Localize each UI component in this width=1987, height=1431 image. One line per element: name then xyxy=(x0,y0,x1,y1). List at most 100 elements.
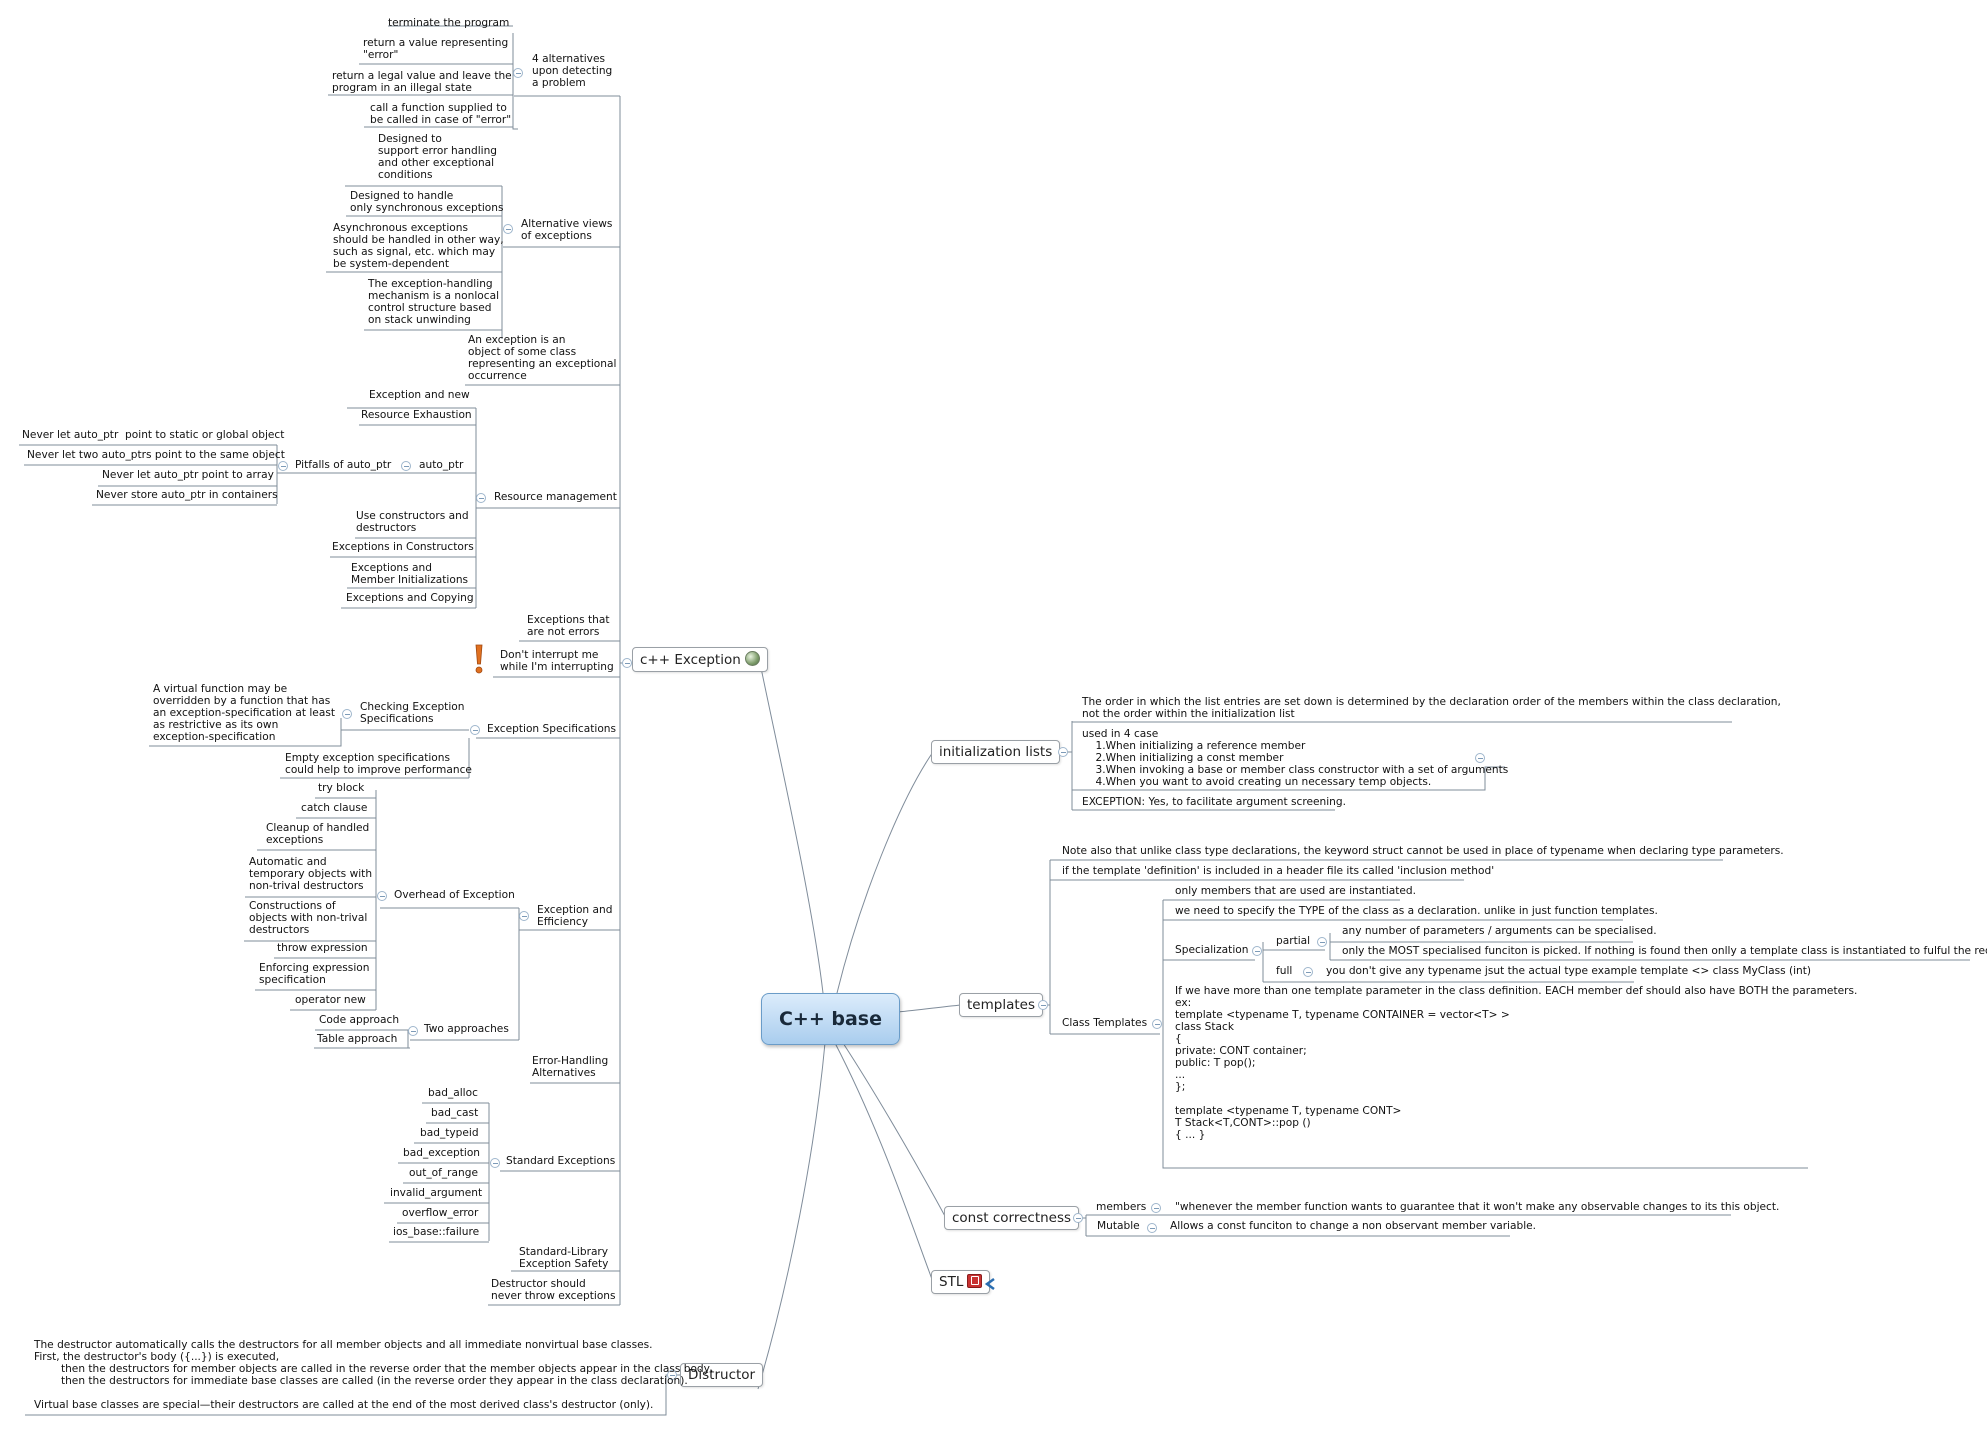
topic-error-handling-alternatives[interactable]: Error-Handling Alternatives xyxy=(532,1055,609,1079)
collapse-toggle[interactable] xyxy=(342,709,352,719)
topic-approach-item[interactable]: Code approach xyxy=(319,1014,400,1026)
topic-resource-item[interactable]: Resource Exhaustion xyxy=(361,409,472,421)
collapse-toggle[interactable] xyxy=(1058,747,1068,757)
topic-members-text[interactable]: "whenever the member function wants to g… xyxy=(1175,1201,1780,1213)
collapse-toggle[interactable] xyxy=(490,1158,500,1168)
topic-only-members[interactable]: only members that are used are instantia… xyxy=(1175,885,1417,897)
branch-stl[interactable]: STL xyxy=(931,1270,991,1294)
collapse-toggle[interactable] xyxy=(622,658,632,668)
topic-alternative-views[interactable]: Alternative views of exceptions xyxy=(521,218,613,242)
topic-init-order[interactable]: The order in which the list entries are … xyxy=(1082,696,1781,720)
topic-pitfall-item[interactable]: Never store auto_ptr in containers xyxy=(96,489,278,501)
branch-initialization-lists[interactable]: initialization lists xyxy=(931,740,1061,764)
topic-destructor-never-throw[interactable]: Destructor should never throw exceptions xyxy=(491,1278,616,1302)
collapse-toggle[interactable] xyxy=(278,461,288,471)
topic-std-exception-item[interactable]: bad_typeid xyxy=(420,1127,479,1139)
collapse-toggle[interactable] xyxy=(1073,1213,1083,1223)
topic-not-errors[interactable]: Exceptions that are not errors xyxy=(527,614,610,638)
topic-destructor-text[interactable]: The destructor automatically calls the d… xyxy=(34,1339,714,1411)
topic-view-item[interactable]: The exception-handling mechanism is a no… xyxy=(368,278,500,326)
topic-pitfall-item[interactable]: Never let two auto_ptrs point to the sam… xyxy=(27,449,285,461)
topic-view-item[interactable]: Asynchronous exceptions should be handle… xyxy=(333,222,504,270)
topic-partial[interactable]: partial xyxy=(1276,935,1311,947)
topic-overhead-item[interactable]: Automatic and temporary objects with non… xyxy=(249,856,373,892)
collapse-toggle[interactable] xyxy=(503,224,513,234)
topic-resource-item[interactable]: Exception and new xyxy=(369,389,470,401)
topic-init-cases[interactable]: used in 4 case 1.When initializing a ref… xyxy=(1082,728,1509,788)
topic-pitfall-item[interactable]: Never let auto_ptr point to array xyxy=(102,469,274,481)
topic-std-exception-item[interactable]: bad_exception xyxy=(403,1147,481,1159)
topic-resource-item[interactable]: Exceptions in Constructors xyxy=(332,541,474,553)
topic-mutable[interactable]: Mutable xyxy=(1097,1220,1140,1232)
collapse-toggle[interactable] xyxy=(377,891,387,901)
topic-virtual-note[interactable]: A virtual function may be overridden by … xyxy=(153,683,335,743)
topic-exception-efficiency[interactable]: Exception and Efficiency xyxy=(537,904,613,928)
topic-dont-interrupt[interactable]: Don't interrupt me while I'm interruptin… xyxy=(500,649,614,673)
collapse-toggle[interactable] xyxy=(1317,937,1327,947)
topic-std-exception-item[interactable]: invalid_argument xyxy=(390,1187,483,1199)
topic-class-templates[interactable]: Class Templates xyxy=(1062,1017,1148,1029)
topic-specify-type[interactable]: we need to specify the TYPE of the class… xyxy=(1175,905,1658,917)
root-topic[interactable]: C++ base xyxy=(761,993,900,1045)
topic-template-note[interactable]: Note also that unlike class type declara… xyxy=(1062,845,1784,857)
topic-std-exception-item[interactable]: bad_cast xyxy=(431,1107,479,1119)
collapse-toggle[interactable] xyxy=(401,461,411,471)
topic-alternative-item[interactable]: return a legal value and leave the progr… xyxy=(332,70,512,94)
topic-empty-spec[interactable]: Empty exception specifications could hel… xyxy=(285,752,472,776)
topic-resource-item[interactable]: Exceptions and Member Initializations xyxy=(351,562,469,586)
topic-resource-item[interactable]: Exceptions and Copying xyxy=(346,592,474,604)
topic-resource-item[interactable]: Use constructors and destructors xyxy=(356,510,469,534)
topic-full-text[interactable]: you don't give any typename jsut the act… xyxy=(1326,965,1812,977)
topic-alternative-item[interactable]: call a function supplied to be called in… xyxy=(370,102,512,126)
collapse-toggle[interactable] xyxy=(1303,967,1313,977)
collapse-toggle[interactable] xyxy=(1252,946,1262,956)
topic-auto-ptr[interactable]: auto_ptr xyxy=(419,459,464,471)
topic-exception-specifications[interactable]: Exception Specifications xyxy=(487,723,617,735)
topic-checking-spec[interactable]: Checking Exception Specifications xyxy=(360,701,465,725)
topic-specialization[interactable]: Specialization xyxy=(1175,944,1249,956)
topic-template-code[interactable]: If we have more than one template parame… xyxy=(1175,985,1858,1141)
topic-pitfall-item[interactable]: Never let auto_ptr point to static or gl… xyxy=(22,429,285,441)
topic-standard-exceptions[interactable]: Standard Exceptions xyxy=(506,1155,616,1167)
topic-overhead-item[interactable]: operator new xyxy=(295,994,366,1006)
topic-exception-object[interactable]: An exception is an object of some class … xyxy=(468,334,617,382)
branch-templates[interactable]: templates xyxy=(959,993,1043,1017)
collapse-toggle[interactable] xyxy=(1147,1223,1157,1233)
branch-const-correctness[interactable]: const correctness xyxy=(944,1206,1080,1230)
topic-resource-management[interactable]: Resource management xyxy=(494,491,617,503)
topic-overhead[interactable]: Overhead of Exception xyxy=(394,889,515,901)
topic-overhead-item[interactable]: try block xyxy=(318,782,365,794)
topic-alternative-item[interactable]: return a value representing "error" xyxy=(363,37,509,61)
topic-init-exception[interactable]: EXCEPTION: Yes, to facilitate argument s… xyxy=(1082,796,1346,808)
topic-overhead-item[interactable]: catch clause xyxy=(301,802,368,814)
topic-view-item[interactable]: Designed to support error handling and o… xyxy=(378,133,498,181)
topic-std-exception-item[interactable]: overflow_error xyxy=(402,1207,479,1219)
collapse-toggle[interactable] xyxy=(1038,1000,1048,1010)
branch-cpp-exception[interactable]: c++ Exception xyxy=(632,647,768,672)
collapse-toggle[interactable] xyxy=(470,725,480,735)
collapse-toggle[interactable] xyxy=(1151,1203,1161,1213)
topic-overhead-item[interactable]: Constructions of objects with non-trival… xyxy=(249,900,368,936)
branch-distructor[interactable]: Distructor xyxy=(680,1363,764,1387)
topic-partial-item[interactable]: any number of parameters / arguments can… xyxy=(1342,925,1657,937)
collapse-toggle[interactable] xyxy=(476,493,486,503)
topic-overhead-item[interactable]: throw expression xyxy=(277,942,368,954)
topic-4-alternatives[interactable]: 4 alternatives upon detecting a problem xyxy=(532,53,613,89)
topic-overhead-item[interactable]: Cleanup of handled exceptions xyxy=(266,822,370,846)
topic-full[interactable]: full xyxy=(1276,965,1293,977)
collapse-toggle[interactable] xyxy=(513,68,523,78)
topic-std-exception-item[interactable]: bad_alloc xyxy=(428,1087,478,1099)
topic-view-item[interactable]: Designed to handle only synchronous exce… xyxy=(350,190,504,214)
collapse-toggle[interactable] xyxy=(667,1370,677,1380)
topic-members[interactable]: members xyxy=(1096,1201,1147,1213)
topic-overhead-item[interactable]: Enforcing expression specification xyxy=(259,962,370,986)
topic-partial-item[interactable]: only the MOST specialised funciton is pi… xyxy=(1342,945,1987,957)
topic-std-exception-item[interactable]: ios_base::failure xyxy=(393,1226,480,1238)
collapse-toggle[interactable] xyxy=(1152,1019,1162,1029)
collapse-toggle[interactable] xyxy=(519,911,529,921)
topic-two-approaches[interactable]: Two approaches xyxy=(424,1023,509,1035)
topic-library-safety[interactable]: Standard-Library Exception Safety xyxy=(519,1246,609,1270)
topic-inclusion-method[interactable]: if the template 'definition' is included… xyxy=(1062,865,1495,877)
topic-mutable-text[interactable]: Allows a const funciton to change a non … xyxy=(1170,1220,1537,1232)
topic-alternative-item[interactable]: terminate the program xyxy=(388,17,510,29)
